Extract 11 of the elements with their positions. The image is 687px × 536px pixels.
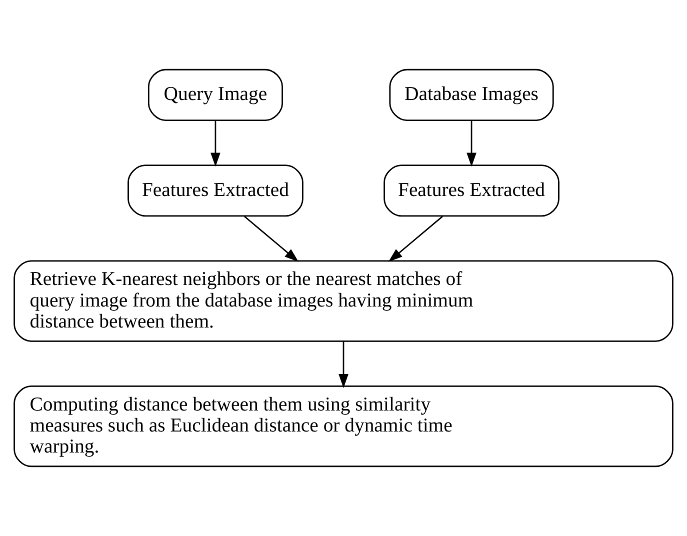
- node-box: Computing distance between them using similarity measures such as Euclidean distance or dynamic time warping.: [14, 385, 674, 468]
- node-box: Features Extracted: [384, 164, 560, 217]
- arrow: [210, 120, 220, 167]
- node-box: Features Extracted: [128, 164, 304, 217]
- arrow: [466, 120, 476, 167]
- node-box: Retrieve K-nearest neighbors or the nearest matches of query image from the database images having minimum distance between them.: [14, 260, 674, 342]
- arrow: [388, 216, 443, 262]
- arrow: [244, 216, 299, 262]
- node-box: Database Images: [389, 68, 554, 121]
- node-box: Query Image: [148, 68, 283, 121]
- arrow: [338, 341, 348, 388]
